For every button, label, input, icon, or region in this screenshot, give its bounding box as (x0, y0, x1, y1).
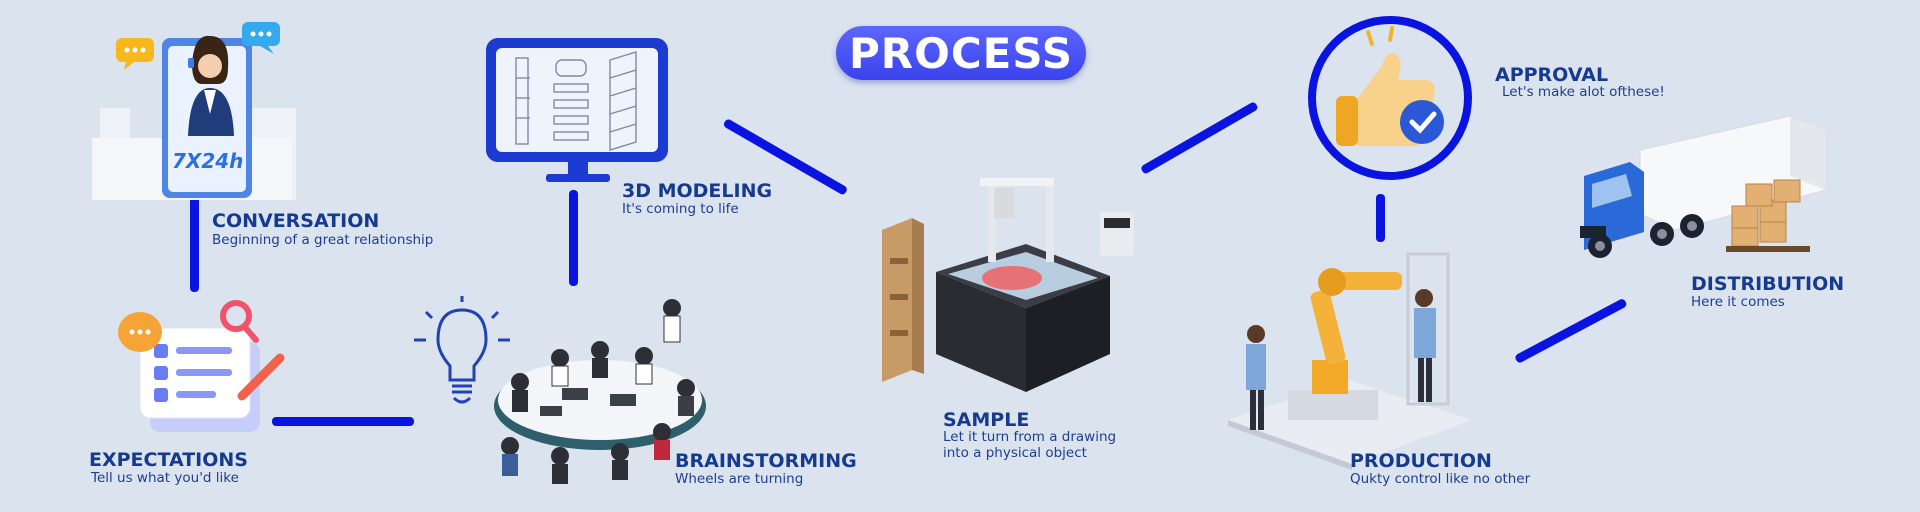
meeting-table-icon (494, 299, 706, 484)
expectations-illustration (110, 292, 290, 442)
brainstorming-illustration (400, 296, 720, 488)
thumbs-up-icon (1308, 16, 1472, 180)
laser-cutter-icon (882, 178, 1134, 392)
step-subtitle-approval: Let's make alot ofthese! (1502, 84, 1665, 100)
connector-expectations-brainstorming (272, 417, 414, 426)
step-title-brainstorming: BRAINSTORMING (675, 450, 857, 472)
step-subtitle-brainstorming: Wheels are turning (675, 471, 804, 487)
modeling-illustration (486, 38, 670, 188)
connector-production-distribution (1514, 297, 1628, 364)
step-title-sample: SAMPLE (943, 409, 1030, 431)
lightbulb-icon (414, 296, 510, 404)
step-title-distribution: DISTRIBUTION (1691, 273, 1845, 295)
step-subtitle-production: Qukty control like no other (1350, 471, 1531, 487)
step-subtitle-modeling: It's coming to life (622, 201, 739, 217)
step-title-expectations: EXPECTATIONS (89, 449, 248, 471)
distribution-illustration (1570, 110, 1830, 270)
robot-arm-icon (1228, 252, 1472, 470)
checklist-icon (118, 300, 285, 432)
headset-agent-icon: 7X24h (92, 22, 296, 200)
conversation-illustration: 7X24h (92, 18, 312, 203)
step-title-production: PRODUCTION (1350, 450, 1492, 472)
step-subtitle-sample-line2: into a physical object (943, 445, 1087, 461)
step-subtitle-sample-line1: Let it turn from a drawing (943, 429, 1117, 445)
connector-brainstorming-modeling (569, 190, 578, 286)
connector-conversation-expectations (190, 196, 199, 292)
approval-illustration (1306, 14, 1476, 184)
conversation-badge: 7X24h (172, 149, 243, 173)
page-title: PROCESS (836, 26, 1086, 80)
step-subtitle-expectations: Tell us what you'd like (91, 470, 239, 486)
connector-approval-production (1376, 194, 1385, 242)
connector-sample-approval (1140, 101, 1259, 175)
truck-icon (1580, 115, 1827, 258)
step-subtitle-conversation: Beginning of a great relationship (212, 232, 434, 248)
monitor-blueprint-icon (486, 38, 668, 182)
step-subtitle-distribution: Here it comes (1691, 294, 1785, 310)
sample-illustration (876, 178, 1138, 392)
step-title-approval: APPROVAL (1495, 64, 1609, 86)
step-title-conversation: CONVERSATION (212, 210, 380, 232)
step-title-modeling: 3D MODELING (622, 180, 773, 202)
production-illustration (1228, 250, 1474, 470)
